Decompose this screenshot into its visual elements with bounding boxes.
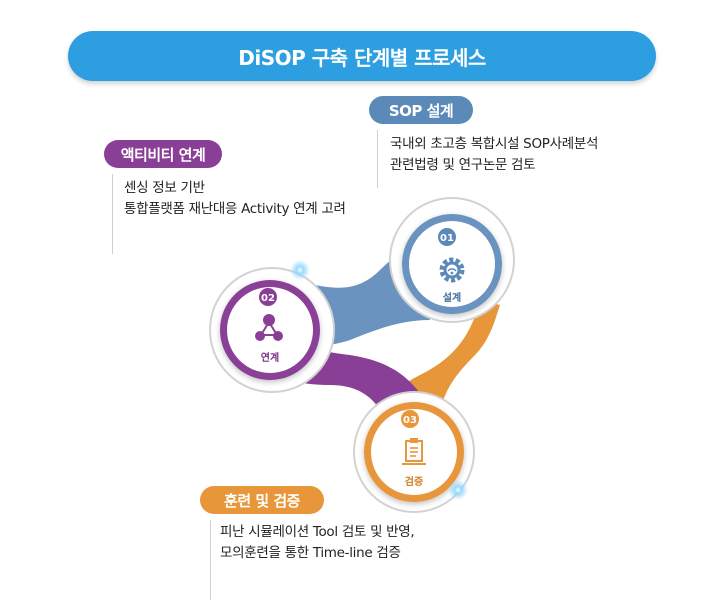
activity-line-1: 센싱 정보 기반 xyxy=(124,180,205,196)
node-01: 01 설계 xyxy=(389,197,515,323)
sop-divider xyxy=(377,130,378,188)
node-02-num: 02 xyxy=(261,293,275,304)
node-02-label: 연계 xyxy=(261,351,279,364)
training-divider xyxy=(210,520,211,600)
glow-accent xyxy=(448,480,468,500)
activity-line-2: 통합플랫폼 재난대응 Activity 연계 고려 xyxy=(124,201,346,217)
node-03-num: 03 xyxy=(403,415,417,426)
training-line-1: 피난 시뮬레이션 Tool 검토 및 반영, xyxy=(220,524,415,540)
activity-description: 센싱 정보 기반 통합플랫폼 재난대응 Activity 연계 고려 xyxy=(124,178,346,220)
training-description: 피난 시뮬레이션 Tool 검토 및 반영, 모의훈련을 통한 Time-lin… xyxy=(220,522,415,564)
node-03-label: 검증 xyxy=(405,476,423,488)
network-icon xyxy=(255,314,283,341)
sop-line-2: 관련법령 및 연구논문 검토 xyxy=(390,157,536,173)
node-01-label: 설계 xyxy=(443,291,461,304)
sop-label: SOP 설계 xyxy=(369,96,473,124)
node-02-num-badge xyxy=(259,288,277,306)
node-01-num-badge xyxy=(438,228,456,246)
gear-wifi-icon xyxy=(439,257,465,283)
training-line-2: 모의훈련을 통한 Time-line 검증 xyxy=(220,545,401,561)
node-03: 03 검증 xyxy=(353,391,475,513)
training-label: 훈련 및 검증 xyxy=(200,486,324,514)
sop-description: 국내외 초고층 복합시설 SOP사례분석 관련법령 및 연구논문 검토 xyxy=(390,134,598,176)
page-title: DiSOP 구축 단계별 프로세스 xyxy=(68,31,656,81)
clipboard-icon xyxy=(402,438,426,465)
node-01-num: 01 xyxy=(440,233,454,244)
activity-divider xyxy=(112,174,113,254)
node-02: 02 연계 xyxy=(209,267,335,393)
activity-label: 액티비티 연계 xyxy=(104,140,222,168)
glow-accent xyxy=(290,260,310,280)
sop-line-1: 국내외 초고층 복합시설 SOP사례분석 xyxy=(390,136,599,152)
node-03-num-badge xyxy=(401,410,419,428)
